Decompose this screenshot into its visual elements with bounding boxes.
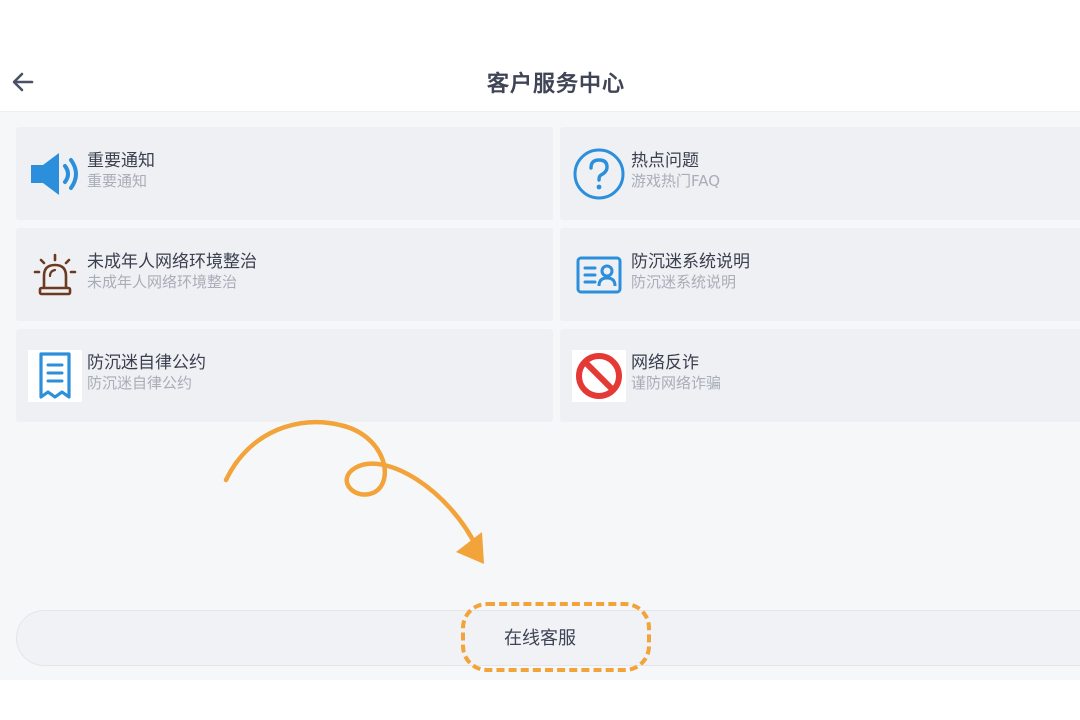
receipt-document-icon bbox=[28, 350, 82, 402]
page-title: 客户服务中心 bbox=[486, 72, 625, 97]
card-subtitle: 未成年人网络环境整治 bbox=[87, 273, 238, 291]
id-card-icon bbox=[572, 249, 626, 301]
card-title: 网络反诈 bbox=[631, 353, 699, 373]
prohibited-icon bbox=[572, 350, 626, 402]
arrow-left-icon bbox=[12, 72, 34, 92]
card-anti-addiction-system[interactable]: 防沉迷系统说明 防沉迷系统说明 bbox=[560, 228, 1080, 321]
header-bar: 客户服务中心 bbox=[0, 0, 1080, 112]
alarm-siren-icon bbox=[28, 249, 82, 301]
card-title: 防沉迷自律公约 bbox=[87, 353, 206, 373]
card-self-discipline-pact[interactable]: 防沉迷自律公约 防沉迷自律公约 bbox=[16, 329, 553, 422]
card-title: 未成年人网络环境整治 bbox=[87, 252, 257, 272]
card-title: 防沉迷系统说明 bbox=[631, 252, 750, 272]
speaker-icon bbox=[28, 148, 82, 200]
content-area: 重要通知 重要通知 热点问题 游戏热门FAQ 未成年人网络环境整治 未成年人网络… bbox=[0, 112, 1080, 680]
online-service-button[interactable]: 在线客服 bbox=[16, 610, 1080, 666]
card-subtitle: 谨防网络诈骗 bbox=[631, 374, 722, 392]
card-title: 重要通知 bbox=[87, 151, 155, 171]
back-button[interactable] bbox=[8, 66, 38, 98]
online-service-label: 在线客服 bbox=[504, 628, 576, 649]
card-subtitle: 防沉迷自律公约 bbox=[87, 374, 193, 392]
card-subtitle: 重要通知 bbox=[87, 172, 148, 190]
card-important-notice[interactable]: 重要通知 重要通知 bbox=[16, 127, 553, 220]
card-subtitle: 防沉迷系统说明 bbox=[631, 273, 737, 291]
card-title: 热点问题 bbox=[631, 151, 699, 171]
card-hot-questions[interactable]: 热点问题 游戏热门FAQ bbox=[560, 127, 1080, 220]
card-anti-fraud[interactable]: 网络反诈 谨防网络诈骗 bbox=[560, 329, 1080, 422]
card-minor-environment[interactable]: 未成年人网络环境整治 未成年人网络环境整治 bbox=[16, 228, 553, 321]
card-subtitle: 游戏热门FAQ bbox=[631, 172, 721, 190]
question-circle-icon bbox=[572, 148, 626, 200]
